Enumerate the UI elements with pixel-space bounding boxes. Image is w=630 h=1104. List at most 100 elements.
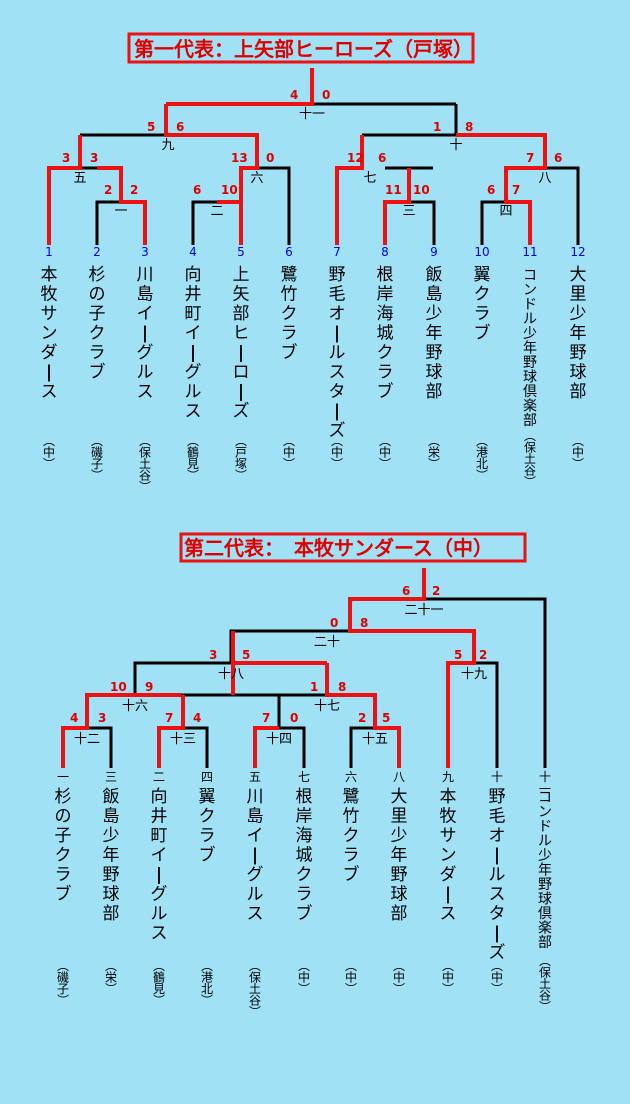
- team-name-char: ス: [137, 382, 154, 402]
- team-name-char: 島: [103, 807, 120, 827]
- team-district-char: 保: [139, 446, 151, 460]
- team-district-char: 土: [539, 977, 551, 991]
- team-name-char: ラ: [199, 826, 216, 846]
- team-name: 川島イ|グルス: [137, 265, 154, 402]
- team-slot: 三: [105, 770, 117, 784]
- team-district: ︵中︶: [331, 434, 343, 471]
- team-slot-char: 一: [539, 782, 551, 796]
- match-label: 五: [73, 171, 86, 186]
- bracket1-teams: 1本牧サンダ|ス︵中︶2杉の子クラブ︵磯子︶3川島イ|グルス︵保土谷︶4向井町イ…: [41, 245, 587, 494]
- team-district-char: 子: [91, 457, 103, 471]
- team-district-char: 保: [249, 971, 261, 985]
- team-name-char: 部: [426, 382, 443, 402]
- team-name-char: ク: [474, 285, 491, 305]
- team-name-char: 毛: [489, 807, 506, 827]
- team-slot: 六: [345, 770, 357, 784]
- score: 6: [487, 183, 495, 197]
- team-name-char: 倶: [538, 906, 552, 922]
- team-slot: 九: [442, 770, 454, 784]
- team-name-char: ル: [151, 904, 168, 924]
- team-name-char: ラ: [377, 363, 394, 383]
- team-name-char: 部: [103, 904, 120, 924]
- team-slot-char: 十: [539, 770, 551, 784]
- score: 4: [290, 88, 298, 102]
- team-district-char: 谷: [524, 464, 536, 478]
- team-name-char: イ: [247, 826, 264, 846]
- score: 6: [176, 120, 184, 134]
- team-name-char: ル: [329, 343, 346, 363]
- team-district-char: ︵: [91, 434, 103, 448]
- team-district-char: ︵: [283, 434, 295, 448]
- score: 7: [165, 711, 173, 725]
- team-slot-char: 十: [491, 770, 503, 784]
- team-name-char: 里: [391, 807, 408, 827]
- team-district: ︵戸塚︶: [235, 434, 247, 483]
- team-slot: 七: [298, 770, 310, 784]
- team-name-char: 上: [233, 265, 250, 285]
- team-district-char: 保: [524, 441, 536, 455]
- team-district-char: 見: [187, 457, 199, 471]
- team-name-char: 野: [103, 865, 120, 885]
- team-name-char: |: [334, 402, 340, 422]
- team-district-char: 中: [379, 445, 391, 460]
- team-name-char: 年: [391, 846, 408, 866]
- score: 3: [90, 151, 98, 165]
- team-name: 野毛オ|ルスタ|ズ: [329, 265, 346, 441]
- team-name-char: |: [238, 343, 244, 363]
- team-district-char: ︶: [476, 469, 488, 483]
- team-name-char: ラ: [89, 343, 106, 363]
- bracket2-teams: 一杉の子クラブ︵磯子︶三飯島少年野球部︵栄︶二向井町イ|グルス︵鶴見︶四翼クラブ…: [55, 770, 553, 1019]
- team-name-char: |: [445, 885, 451, 905]
- team-seed: 6: [285, 245, 293, 259]
- team-name-char: ス: [151, 924, 168, 944]
- team-name-char: ダ: [41, 343, 58, 363]
- team-name-char: 牧: [41, 285, 58, 305]
- team-seed: 5: [237, 245, 245, 259]
- team-district: ︵保土谷︶: [539, 954, 551, 1014]
- team-name: 野毛オ|ルスタ|ズ: [489, 787, 506, 963]
- score: 6: [378, 151, 386, 165]
- team-district: ︵中︶: [283, 434, 295, 471]
- team-name-char: 年: [103, 846, 120, 866]
- score: 7: [526, 151, 534, 165]
- team-name-char: 子: [55, 826, 72, 846]
- team-district-char: ︵: [524, 429, 536, 443]
- team-name-char: 向: [151, 787, 168, 807]
- team-name-char: ブ: [199, 845, 216, 866]
- team-name-char: イ: [185, 324, 202, 344]
- team-district-char: 中: [393, 970, 405, 985]
- team-name: 本牧サンダ|ス: [41, 265, 58, 402]
- team-name: 本牧サンダ|ス: [440, 787, 457, 924]
- team-district-char: 北: [201, 982, 213, 996]
- team-name-char: 鷺: [281, 265, 298, 285]
- team-name-char: 部: [233, 304, 250, 324]
- team-name-char: ブ: [377, 381, 394, 402]
- team-slot-char: 六: [345, 770, 357, 784]
- score: 7: [262, 711, 270, 725]
- team-seed: 8: [381, 245, 389, 259]
- team-name-char: の: [55, 807, 72, 827]
- team-name-char: ダ: [440, 865, 457, 885]
- team-district-char: 中: [298, 970, 310, 985]
- team-name-char: 城: [377, 324, 394, 344]
- score: 10: [110, 680, 127, 694]
- score: 4: [70, 711, 78, 725]
- team-name-char: 年: [426, 324, 443, 344]
- team-slot-char: 三: [105, 770, 117, 784]
- team-name-char: 野: [523, 355, 537, 371]
- team-name-char: 部: [570, 382, 587, 402]
- team-name-char: 年: [523, 341, 537, 357]
- team-district-char: ︵: [153, 959, 165, 973]
- team-name-char: 子: [89, 304, 106, 324]
- team-name-char: 根: [377, 265, 394, 285]
- team-district-char: ︶: [57, 994, 69, 1008]
- team-district: ︵磯子︶: [57, 959, 69, 1008]
- score: 0: [330, 616, 338, 630]
- team-name-char: サ: [440, 826, 457, 846]
- team-district: ︵中︶: [572, 434, 584, 471]
